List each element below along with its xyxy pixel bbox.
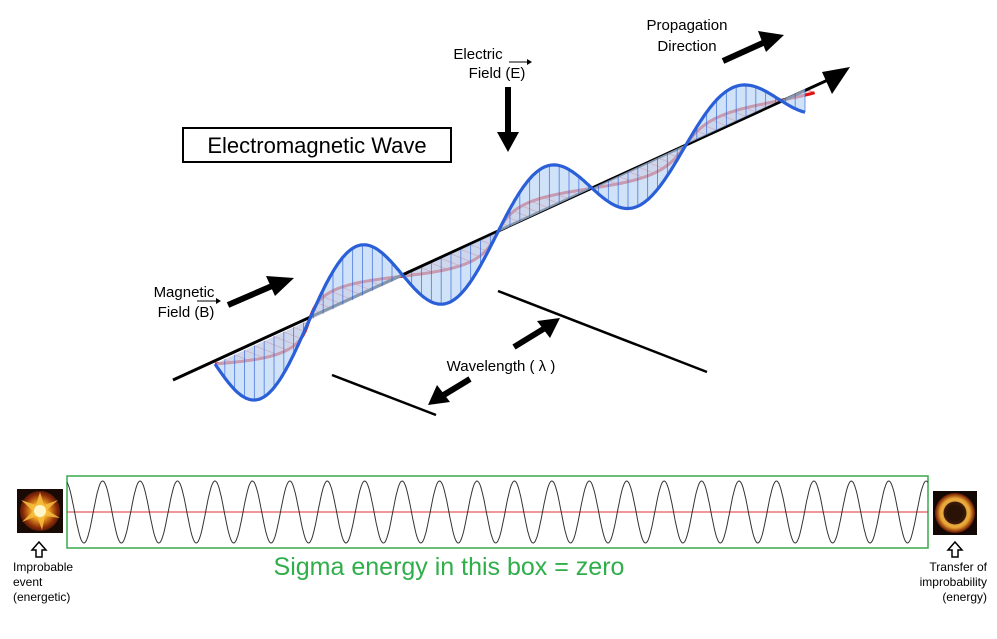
title-box: Electromagnetic Wave: [182, 127, 452, 163]
diagram-title: Electromagnetic Wave: [207, 133, 426, 158]
electric-field-arrow-icon: [497, 132, 519, 152]
right-up-arrow-icon: [946, 540, 964, 558]
wavelength-arrow-right-icon: [537, 318, 560, 338]
wavelength-label: Wavelength ( λ ): [447, 358, 556, 375]
wavelength-guide-left: [331, 373, 437, 417]
left-up-arrow-icon: [30, 540, 48, 558]
electric-field-callout: Electric Field (E): [453, 46, 532, 152]
magnetic-vector-bar-tip-icon: [216, 298, 221, 304]
propagation-label-line2: Direction: [657, 38, 716, 55]
wavelength-arrow-right-shaft: [512, 325, 547, 350]
wavelength-guide-right: [497, 289, 708, 374]
right-caption-line3: (energy): [942, 590, 987, 604]
propagation-arrow-shaft: [721, 39, 767, 64]
electric-vector-bar-tip-icon: [527, 59, 532, 65]
energy-box-sine-wave: [66, 480, 929, 544]
magnetic-field-arrow-shaft: [226, 283, 274, 308]
magnetic-field-label-line1: Magnetic: [154, 284, 215, 301]
electric-field-wave: [213, 83, 806, 402]
magnetic-field-label-line2: Field (B): [158, 304, 215, 321]
magnetic-field-arrow-icon: [266, 276, 294, 296]
propagation-label-line1: Propagation: [647, 17, 728, 34]
propagation-callout: Propagation Direction: [647, 17, 784, 64]
wavelength-arrow-left-shaft: [440, 376, 472, 399]
improbable-event-image: [17, 489, 63, 533]
improbability-transfer-image: [933, 491, 977, 535]
energy-box-section: Sigma energy in this box = zero Improbab…: [13, 475, 988, 604]
magnetic-field-callout: Magnetic Field (B): [154, 276, 294, 321]
left-caption-line1: Improbable: [13, 560, 73, 574]
wavelength-arrow-left-icon: [428, 385, 450, 405]
energy-box-caption: Sigma energy in this box = zero: [274, 553, 625, 581]
propagation-arrow-icon: [758, 31, 784, 52]
electromagnetic-wave: [172, 67, 850, 402]
electric-field-label-line1: Electric: [453, 46, 503, 63]
propagation-axis-arrowhead: [822, 67, 850, 94]
right-caption-line1: Transfer of: [929, 560, 987, 574]
wavelength-marker: Wavelength ( λ ): [331, 289, 708, 417]
electric-field-label-line2: Field (E): [469, 65, 526, 82]
left-caption-line3: (energetic): [13, 590, 70, 604]
left-caption-line2: event: [13, 575, 43, 589]
right-caption-line2: improbability: [920, 575, 987, 589]
electric-field-curve: [213, 83, 806, 402]
